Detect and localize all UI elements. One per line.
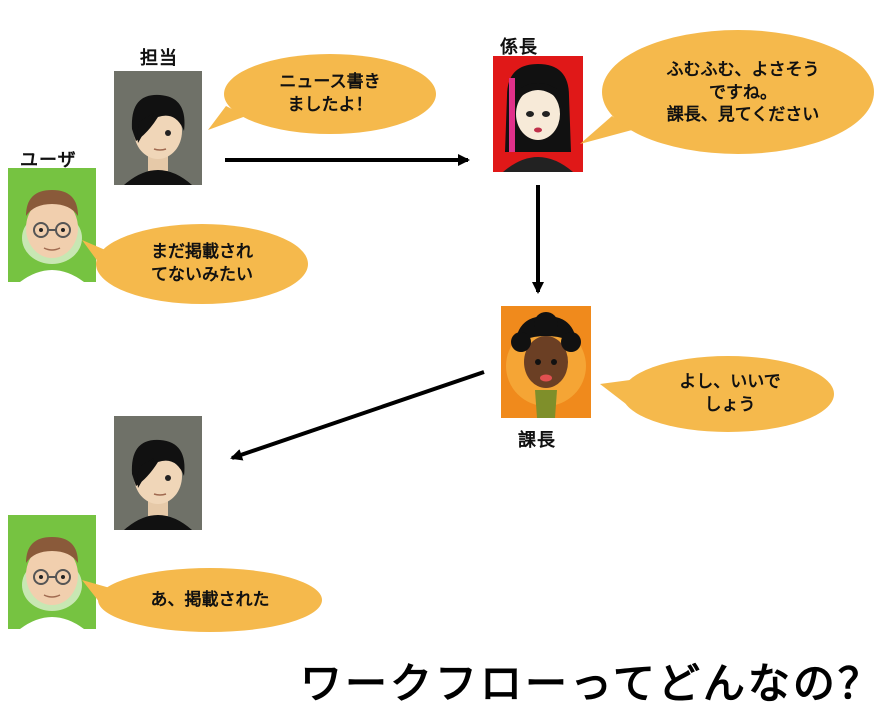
speech-bubble-user-bottom-text: あ、掲載された — [150, 589, 270, 610]
speech-bubble-kakaricho-text: ふむふむ、よさそう ですね。 課長、見てください — [666, 59, 820, 126]
speech-bubble-user-text: まだ掲載され てないみたい — [151, 242, 253, 285]
speech-bubble-user-bottom: あ、掲載された — [80, 566, 324, 634]
role-label-user: ユーザ — [20, 150, 77, 171]
speech-bubble-tanto: ニュース書き ましたよ！ — [206, 52, 438, 136]
role-label-kacho: 課長 — [518, 430, 556, 451]
speech-bubble-user: まだ掲載され てないみたい — [80, 222, 310, 306]
footer-title: ワークフローってどんなの？ — [300, 659, 883, 708]
arrow-kacho-to-tanto — [230, 370, 485, 461]
speech-bubble-kacho-text: よし、いいで しょう — [679, 372, 781, 415]
user-avatar — [8, 168, 96, 282]
speech-bubble-kacho: よし、いいで しょう — [600, 354, 838, 434]
kakaricho-avatar — [493, 56, 583, 172]
kacho-avatar — [501, 306, 591, 418]
tanto-avatar-bottom — [114, 416, 202, 530]
tanto-avatar — [114, 71, 202, 185]
role-label-kakaricho: 係長 — [500, 37, 538, 58]
role-label-tanto: 担当 — [140, 48, 178, 69]
user-avatar-bottom — [8, 515, 96, 629]
speech-bubble-tanto-text: ニュース書き ましたよ！ — [279, 72, 381, 115]
speech-bubble-kakaricho: ふむふむ、よさそう ですね。 課長、見てください — [578, 26, 878, 160]
